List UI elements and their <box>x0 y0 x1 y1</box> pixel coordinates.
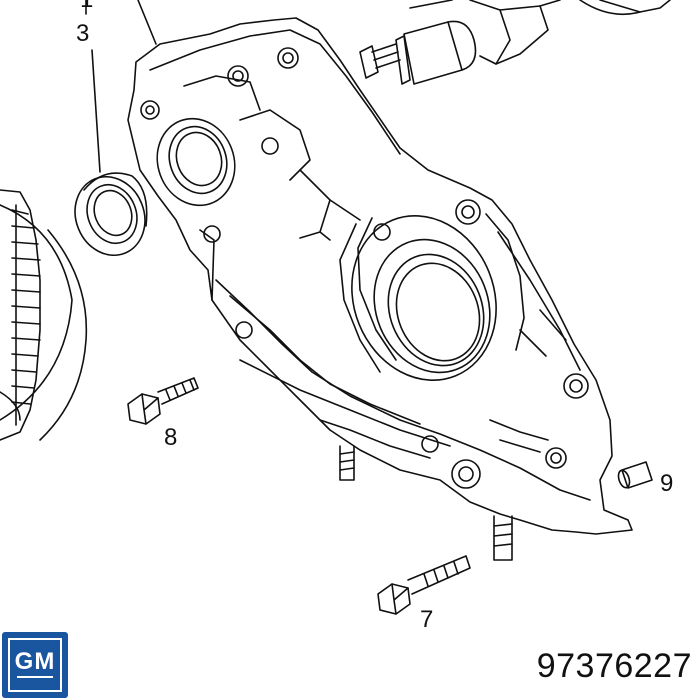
shaft-drawing <box>359 0 671 85</box>
gear-drawing <box>0 189 88 441</box>
callout-7-label: 7 <box>420 606 434 633</box>
bolt-8-drawing <box>127 377 199 425</box>
callout-1-label: 1 <box>80 0 93 12</box>
dowel-pin-9-drawing <box>617 461 653 489</box>
bolt-7-drawing <box>377 555 471 615</box>
part-number: 97376227 <box>536 647 692 685</box>
gm-logo: GM <box>2 632 68 698</box>
callout-9-label: 9 <box>660 470 674 497</box>
leader-lines <box>85 0 157 173</box>
oil-seal-drawing <box>74 172 148 257</box>
callout-3-label: 3 <box>76 20 90 47</box>
front-cover-drawing <box>127 17 633 561</box>
callout-8-label: 8 <box>164 424 178 451</box>
gm-logo-text: GM <box>14 648 56 675</box>
